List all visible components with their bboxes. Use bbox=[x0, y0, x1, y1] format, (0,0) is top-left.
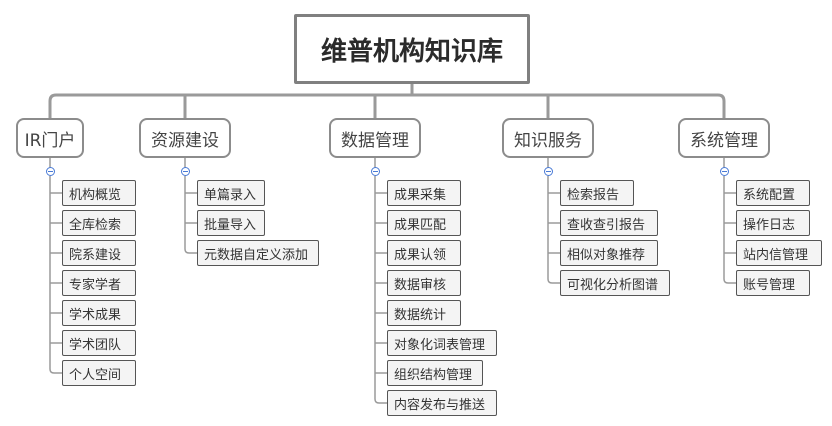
leaf-node[interactable]: 元数据自定义添加 bbox=[197, 240, 319, 266]
leaf-node[interactable]: 院系建设 bbox=[62, 240, 136, 266]
branch-node[interactable]: 数据管理 bbox=[329, 118, 421, 158]
collapse-icon[interactable] bbox=[543, 167, 553, 176]
leaf-node[interactable]: 个人空间 bbox=[62, 360, 136, 386]
collapse-icon[interactable] bbox=[180, 167, 190, 176]
connector-line bbox=[547, 278, 560, 284]
leaf-node[interactable]: 操作日志 bbox=[736, 210, 810, 236]
collapse-icon[interactable] bbox=[719, 167, 729, 176]
leaf-node[interactable]: 成果匹配 bbox=[387, 210, 461, 236]
leaf-node[interactable]: 对象化词表管理 bbox=[387, 330, 497, 356]
leaf-node[interactable]: 数据审核 bbox=[387, 270, 461, 296]
leaf-node[interactable]: 站内信管理 bbox=[736, 240, 822, 266]
leaf-node[interactable]: 查收查引报告 bbox=[560, 210, 658, 236]
connector-line bbox=[374, 398, 387, 404]
collapse-icon[interactable] bbox=[45, 167, 55, 176]
leaf-node[interactable]: 学术团队 bbox=[62, 330, 136, 356]
branch-node[interactable]: 系统管理 bbox=[678, 118, 770, 158]
leaf-node[interactable]: 数据统计 bbox=[387, 300, 461, 326]
connector-line bbox=[184, 248, 197, 254]
root-node[interactable]: 维普机构知识库 bbox=[294, 14, 530, 84]
leaf-node[interactable]: 学术成果 bbox=[62, 300, 136, 326]
branch-node[interactable]: IR门户 bbox=[16, 118, 84, 158]
connector-line bbox=[49, 368, 62, 374]
leaf-node[interactable]: 成果采集 bbox=[387, 180, 461, 206]
leaf-node[interactable]: 专家学者 bbox=[62, 270, 136, 296]
leaf-node[interactable]: 组织结构管理 bbox=[387, 360, 483, 386]
leaf-node[interactable]: 机构概览 bbox=[62, 180, 136, 206]
leaf-node[interactable]: 单篇录入 bbox=[197, 180, 265, 206]
branch-node[interactable]: 资源建设 bbox=[139, 118, 231, 158]
leaf-node[interactable]: 内容发布与推送 bbox=[387, 390, 497, 416]
leaf-node[interactable]: 相似对象推荐 bbox=[560, 240, 658, 266]
leaf-node[interactable]: 成果认领 bbox=[387, 240, 461, 266]
leaf-node[interactable]: 系统配置 bbox=[736, 180, 810, 206]
connector-line bbox=[48, 93, 726, 118]
leaf-node[interactable]: 批量导入 bbox=[197, 210, 265, 236]
collapse-icon[interactable] bbox=[370, 167, 380, 176]
leaf-node[interactable]: 检索报告 bbox=[560, 180, 634, 206]
leaf-node[interactable]: 账号管理 bbox=[736, 270, 810, 296]
branch-node[interactable]: 知识服务 bbox=[502, 118, 594, 158]
leaf-node[interactable]: 全库检索 bbox=[62, 210, 136, 236]
connector-line bbox=[723, 278, 736, 284]
leaf-node[interactable]: 可视化分析图谱 bbox=[560, 270, 670, 296]
